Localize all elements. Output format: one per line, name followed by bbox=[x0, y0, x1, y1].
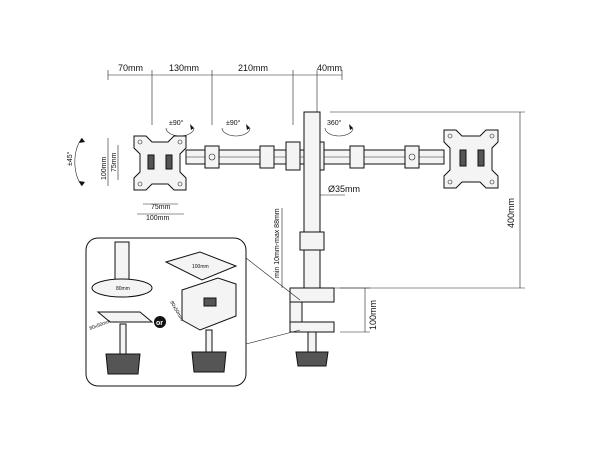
rotation-right-label: 360° bbox=[327, 119, 342, 127]
tilt-label: ±45° bbox=[66, 151, 74, 166]
pole: Ø35mm bbox=[299, 111, 360, 289]
grommet-label: 80mm bbox=[116, 286, 130, 292]
total-height-dimension: 400mm bbox=[330, 111, 525, 289]
clamp-plate-label: 100mm bbox=[192, 264, 209, 270]
or-badge bbox=[154, 316, 166, 328]
clamp-height-label: 100mm bbox=[368, 300, 378, 330]
dim-130mm: 130mm bbox=[169, 63, 199, 73]
right-vesa-plate bbox=[443, 129, 499, 189]
inset-leader-bottom bbox=[245, 329, 301, 345]
installation-inset: 80mm 80x50mm or 100mm 80x50mm bbox=[85, 237, 247, 387]
pole-diameter-label: Ø35mm bbox=[328, 184, 360, 194]
desk-clamp: 100mm bbox=[289, 287, 378, 367]
or-label: or bbox=[156, 320, 163, 327]
total-height-label: 400mm bbox=[506, 198, 516, 228]
height-range-label: min 10mm-max 88mm bbox=[274, 208, 281, 278]
vesa-75v-label: 75mm bbox=[111, 152, 118, 172]
rotation-mid-label: ±90° bbox=[226, 119, 241, 127]
height-range-dimension: min 10mm-max 88mm bbox=[274, 208, 283, 288]
vesa-75h-label: 75mm bbox=[151, 204, 171, 211]
dim-210mm: 210mm bbox=[238, 63, 268, 73]
inset-leader-top bbox=[245, 257, 301, 301]
dim-70mm: 70mm bbox=[118, 63, 143, 73]
top-dimension-line: 70mm 130mm 210mm 40mm bbox=[107, 63, 343, 125]
rotation-indicators: ±90° ±90° 360° ±45° bbox=[66, 119, 354, 187]
rotation-left-label: ±90° bbox=[169, 119, 184, 127]
dim-40mm: 40mm bbox=[317, 63, 342, 73]
vesa-100h-label: 100mm bbox=[146, 215, 170, 222]
clamp-option: 100mm 80x50mm bbox=[164, 251, 238, 373]
vesa-100v-label: 100mm bbox=[101, 156, 108, 180]
left-vesa-plate: 100mm 75mm 75mm 100mm bbox=[101, 135, 187, 222]
